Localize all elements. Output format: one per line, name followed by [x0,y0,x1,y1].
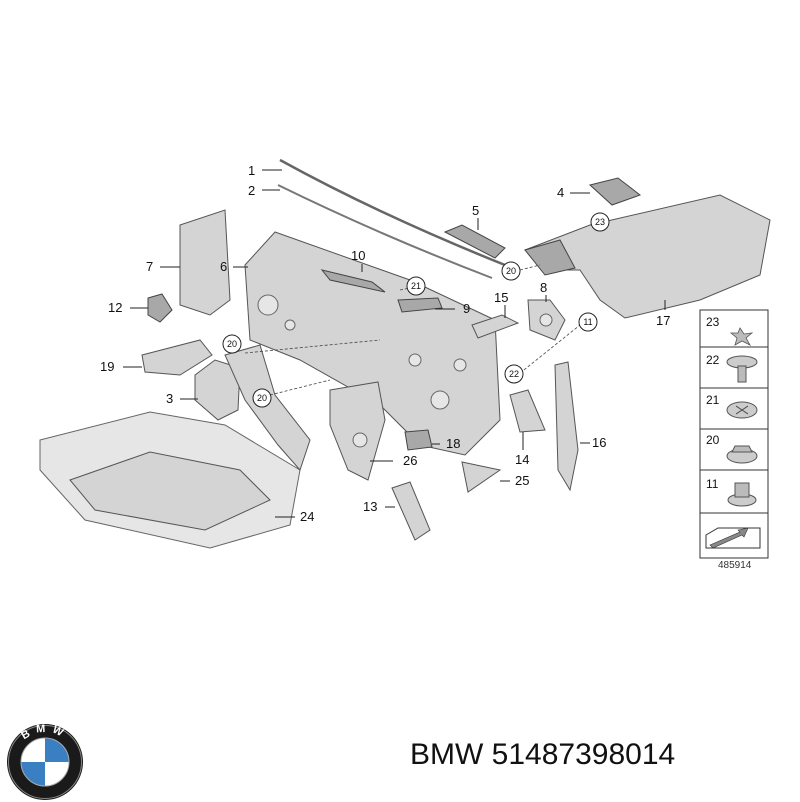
part-18 [404,429,433,451]
legend-21: 21 [706,393,720,407]
callout-17: 17 [656,313,670,328]
part-14 [509,389,546,433]
leader-lines [123,169,666,518]
part-5 [443,224,506,259]
callout-4: 4 [557,185,564,200]
circled-callout-21: 21 [411,281,421,291]
circled-callout-23: 23 [595,217,605,227]
callout-labels: 1 2 3 4 5 6 7 8 9 10 12 13 14 15 16 17 1… [100,163,670,524]
part-7-side-panel [179,209,231,316]
callout-26: 26 [403,453,417,468]
callout-25: 25 [515,473,529,488]
part-15 [471,314,520,339]
part-number: 51487398014 [491,738,676,771]
part-4 [588,177,642,206]
star-clip-icon [729,327,754,346]
circled-callouts: 23 20 21 20 20 22 11 [222,212,610,408]
part-16 [554,361,579,492]
legend-22: 22 [706,353,720,367]
part-label: BMW 51487398014 [410,738,675,772]
part-24-underbody-insulation [39,411,301,549]
fastener-legend: 23 22 21 20 11 [699,309,769,559]
callout-10: 10 [351,248,365,263]
callout-24: 24 [300,509,314,524]
part-17-tunnel-insulation [524,194,771,319]
part-3 [194,359,241,421]
part-12 [147,293,173,323]
callout-6: 6 [220,259,227,274]
circled-callout-20-top: 20 [506,266,516,276]
part-strut [224,344,311,471]
callout-7: 7 [146,259,153,274]
diagram-reference-number: 485914 [718,560,752,571]
legend-20: 20 [706,433,720,447]
bmw-logo: BMW [7,723,83,800]
callout-16: 16 [592,435,606,450]
legend-23: 23 [706,315,720,329]
callout-12: 12 [108,300,122,315]
part-8 [527,299,566,341]
circled-callout-22: 22 [509,369,519,379]
callout-5: 5 [472,203,479,218]
callout-14: 14 [515,452,529,467]
brand-name: BMW [410,738,484,771]
callout-3: 3 [166,391,173,406]
callout-19: 19 [100,359,114,374]
callout-8: 8 [540,280,547,295]
part-1-2-seal-strips [277,158,506,279]
part-9 [397,297,443,313]
callout-2: 2 [248,183,255,198]
part-26 [329,381,386,481]
part-19 [141,339,213,376]
circled-callout-11: 11 [583,317,592,327]
part-10 [320,269,386,293]
legend-11: 11 [706,477,719,491]
circled-callout-20-left: 20 [227,339,237,349]
callout-13: 13 [363,499,377,514]
circled-callout-20-lower: 20 [257,393,267,403]
callout-1: 1 [248,163,255,178]
callout-18: 18 [446,436,460,451]
callout-15: 15 [494,290,508,305]
part-25 [461,461,502,493]
part-6-bulkhead [244,231,501,456]
part-13 [391,481,431,541]
callout-9: 9 [463,301,470,316]
